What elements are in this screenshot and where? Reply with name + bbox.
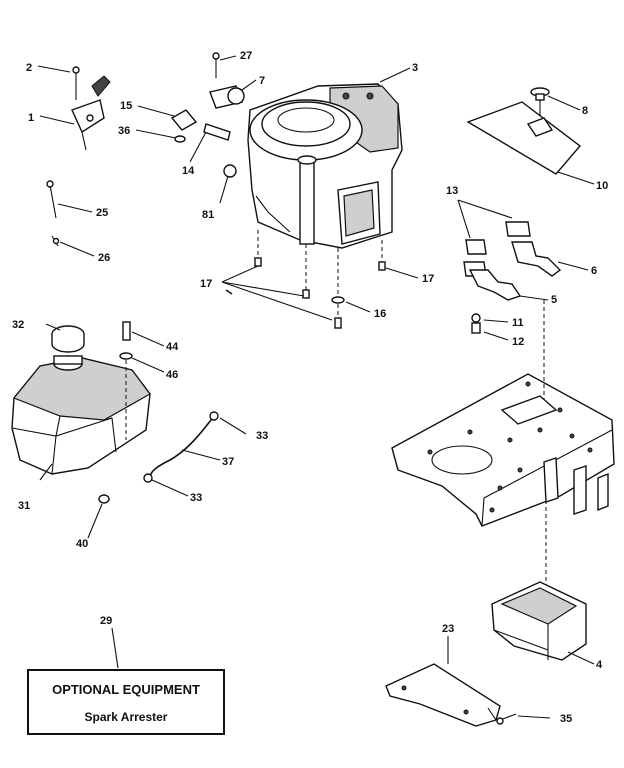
exhaust-pipes-drawing (463, 221, 562, 334)
part-label-29: 29 (100, 615, 112, 627)
part-label-16: 16 (374, 308, 386, 320)
part-label-32: 32 (12, 319, 24, 331)
throttle-control-drawing (71, 66, 111, 151)
optional-equipment-title: OPTIONAL EQUIPMENT (52, 682, 200, 697)
part-label-15: 15 (120, 100, 132, 112)
engine-fittings-drawing (170, 52, 245, 178)
part-label-13: 13 (446, 185, 458, 197)
part-label-46: 46 (166, 369, 178, 381)
part-label-26: 26 (98, 252, 110, 264)
part-label-6: 6 (591, 265, 597, 277)
part-label-7: 7 (259, 75, 265, 87)
part-label-27: 27 (240, 50, 252, 62)
part-label-23: 23 (442, 623, 454, 635)
part-label-10: 10 (596, 180, 608, 192)
part-label-1: 1 (28, 112, 34, 124)
part-label-12: 12 (512, 336, 524, 348)
part-label-5: 5 (551, 294, 557, 306)
part-label-8: 8 (582, 105, 588, 117)
part-label-31: 31 (18, 500, 30, 512)
muffler-bracket-drawing (385, 663, 517, 727)
optional-equipment-box: OPTIONAL EQUIPMENT Spark Arrester (27, 669, 225, 735)
frame-drawing (391, 300, 615, 586)
part-label-25: 25 (96, 207, 108, 219)
part-label-35: 35 (560, 713, 572, 725)
part-label-4: 4 (596, 659, 603, 671)
part-label-33a: 33 (256, 430, 268, 442)
fuel-tank-drawing (11, 325, 151, 475)
part-label-44: 44 (166, 341, 179, 353)
engine-drawing (247, 83, 403, 249)
part-label-40: 40 (76, 538, 88, 550)
part-label-36: 36 (118, 125, 130, 137)
part-label-33b: 33 (190, 492, 202, 504)
part-label-2: 2 (26, 62, 32, 74)
part-label-11: 11 (512, 317, 524, 329)
part-label-81: 81 (202, 209, 214, 221)
part-label-3: 3 (412, 62, 418, 74)
engine-bolts-drawing (254, 230, 386, 329)
part-label-17b: 17 (422, 273, 434, 285)
screw-drawing-25-26 (46, 180, 60, 247)
leader-lines (37, 55, 595, 719)
part-label-17a: 17 (200, 278, 212, 290)
optional-equipment-subtitle: Spark Arrester (84, 710, 168, 724)
muffler-drawing (491, 581, 587, 661)
part-label-14: 14 (182, 165, 195, 177)
part-label-37: 37 (222, 456, 234, 468)
tank-hardware-drawing (98, 321, 133, 504)
heat-shield-drawing (466, 87, 582, 175)
fuel-line-drawing (143, 411, 219, 483)
